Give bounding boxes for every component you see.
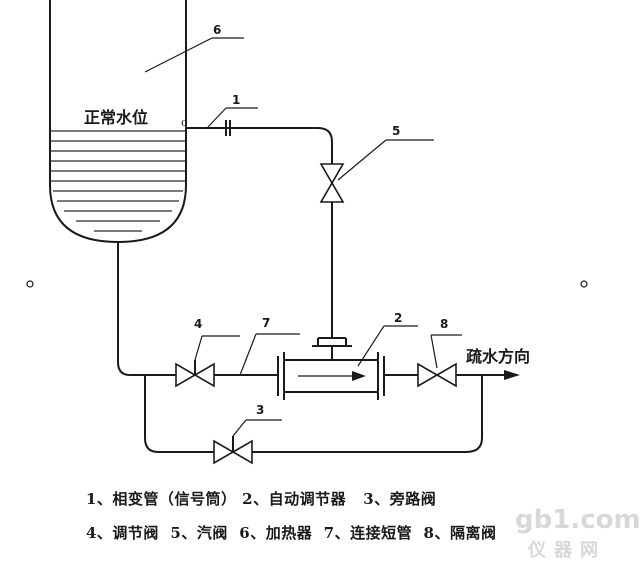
leader-2 xyxy=(357,325,385,367)
legend-line-2: 4、调节阀 5、汽阀 6、加热器 7、连接短管 8、隔离阀 xyxy=(86,524,497,542)
watermark-brand: 仪器网 xyxy=(528,540,606,561)
bypass-pipe xyxy=(144,375,214,453)
number-2: 2 xyxy=(394,311,402,325)
watermark-domain: gb1.com xyxy=(515,505,641,535)
number-8: 8 xyxy=(440,317,448,331)
regulating-valve-4 xyxy=(175,362,197,388)
leader-7 xyxy=(239,333,257,376)
steam-valve-5 xyxy=(319,163,345,185)
heater-vessel xyxy=(49,0,187,244)
automatic-regulator-2 xyxy=(277,337,385,400)
isolation-valve-8 xyxy=(417,362,439,388)
legend-line-1: 1、相变管（信号筒） 2、自动调节器 3、旁路阀 xyxy=(86,490,437,508)
side-mark-left xyxy=(26,280,34,288)
leader-4 xyxy=(194,335,203,361)
leader-3 xyxy=(232,419,247,437)
leader-8 xyxy=(430,334,438,369)
water-level-label: 正常水位 xyxy=(84,108,148,127)
leader-5 xyxy=(337,139,387,181)
number-3: 3 xyxy=(256,403,264,417)
signal-pipe xyxy=(186,127,333,164)
bypass-valve-3 xyxy=(213,439,235,465)
flow-arrow xyxy=(504,370,520,380)
number-1: 1 xyxy=(232,93,240,107)
diagram-stage: 6 正常水位 o 1 5 4 7 xyxy=(26,0,641,561)
leader-6 xyxy=(144,37,213,73)
number-6: 6 xyxy=(213,23,221,37)
water-level-lines xyxy=(50,130,186,232)
heater-drain-schematic: 6 正常水位 o 1 5 4 7 xyxy=(26,0,588,465)
number-7: 7 xyxy=(262,316,270,330)
small-o-mark: o xyxy=(181,116,188,129)
drain-pipe xyxy=(117,242,176,376)
leader-1 xyxy=(207,107,227,128)
number-4: 4 xyxy=(194,317,202,331)
number-5: 5 xyxy=(392,124,400,138)
side-mark-right xyxy=(580,280,588,288)
flow-direction-label: 疏水方向 xyxy=(466,347,530,366)
